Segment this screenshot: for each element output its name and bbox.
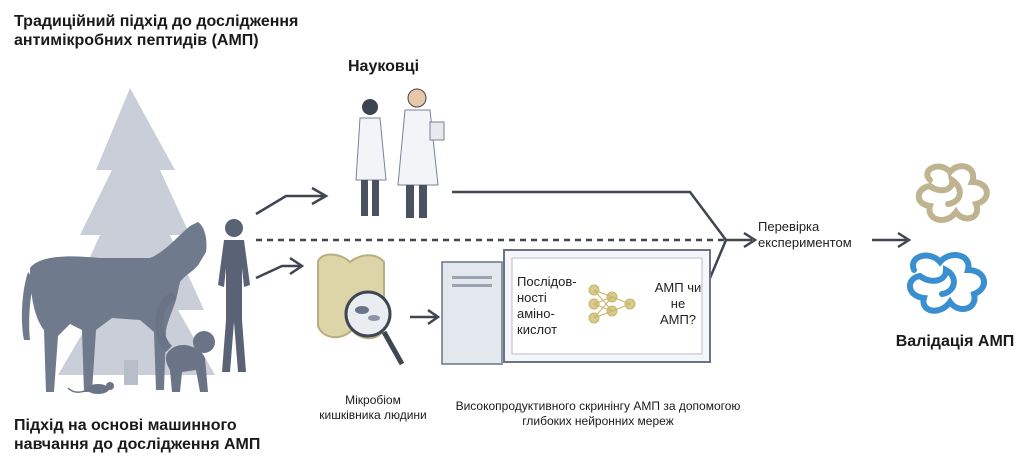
ml-approach-title: Підхід на основі машинного навчання до д… <box>14 417 261 453</box>
peptide-blue <box>907 252 987 314</box>
computer-illustration <box>441 249 711 365</box>
scientists-figure <box>355 88 445 218</box>
amp-validation-label: Валідація АМП <box>895 333 1015 350</box>
peptide-tan <box>915 163 990 223</box>
monkey-silhouette <box>155 292 215 392</box>
flow-arrows <box>255 186 912 326</box>
gut-microbiome-illustration <box>317 253 405 366</box>
screen-question-text: АМП чи не АМП? <box>654 280 702 327</box>
experimental-check-label: Перевірка експериментом <box>758 219 852 250</box>
high-throughput-screening-label: Високопродуктивного скринінгу АМП за доп… <box>455 399 741 428</box>
neural-network-icon <box>588 284 636 324</box>
mouse-silhouette <box>67 382 114 394</box>
traditional-approach-title: Традиційний підхід до дослідження антимі… <box>14 13 299 49</box>
screen-sequences-text: Послідов-ності аміно-кислот <box>517 274 577 337</box>
horse-silhouette <box>21 222 207 392</box>
gut-microbiome-label: Мікробіом кишківника людини <box>319 393 427 422</box>
human-silhouette <box>218 219 250 372</box>
scientists-label: Науковці <box>348 58 420 75</box>
